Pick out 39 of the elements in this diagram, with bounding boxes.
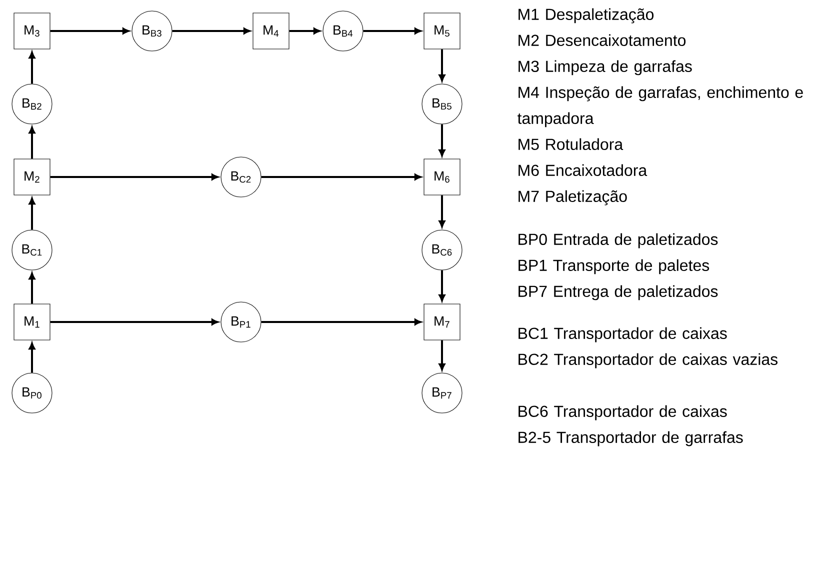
legend-entry: BC6 Transportador de caixas xyxy=(518,405,727,420)
legend-entry: BC1 Transportador de caixas xyxy=(518,327,727,342)
arrow xyxy=(28,272,36,304)
arrow xyxy=(28,52,36,84)
arrow xyxy=(261,318,422,326)
arrow xyxy=(50,174,218,180)
legend-entry: BC2 Transportador de caixas vazias xyxy=(518,353,778,368)
legend-entry: BP0 Entrada de paletizados xyxy=(518,233,718,248)
legend-entry: M1 Despaletização xyxy=(518,8,654,24)
machine-box: M$_{4}$ xyxy=(252,12,290,50)
machine-box: M$_{1}$ xyxy=(14,304,50,340)
arrow xyxy=(438,124,446,156)
legend-entry: M4 Inspeção de garrafas, enchimento e tampadora xyxy=(518,86,803,128)
arrow xyxy=(28,198,36,230)
machine-box: M$_{3}$ xyxy=(14,12,50,50)
arrow xyxy=(50,318,218,326)
arrow xyxy=(438,49,446,82)
machine-box: M$_{7}$ xyxy=(424,304,460,340)
arrow xyxy=(261,174,422,180)
legend-entry: M2 Desencaixotamento xyxy=(518,34,686,46)
legend-entry: BP1 Transporte de paletes xyxy=(518,259,710,274)
arrow xyxy=(363,28,422,34)
machine-box: M$_{5}$ xyxy=(424,12,460,50)
legend-entry: B2-5 Transportador de garrafas xyxy=(518,431,743,446)
legend-entry: M7 Paletização xyxy=(518,190,627,206)
machine-box: M$_{2}$ xyxy=(14,158,50,196)
arrow xyxy=(289,28,320,34)
legend-entry: M6 Encaixotadora xyxy=(518,164,648,176)
machine-box: M$_{6}$ xyxy=(424,158,460,196)
arrow xyxy=(50,28,130,34)
arrow xyxy=(438,340,446,370)
legend-entry: M5 Rotuladora xyxy=(518,138,624,150)
arrow xyxy=(28,126,36,159)
arrow xyxy=(172,28,250,34)
arrow xyxy=(438,195,446,228)
legend-entry: BP7 Entrega de paletizados xyxy=(518,285,718,300)
legend-entry: M3 Limpeza de garrafas xyxy=(518,60,692,76)
arrow xyxy=(28,342,36,373)
arrow xyxy=(438,270,446,302)
